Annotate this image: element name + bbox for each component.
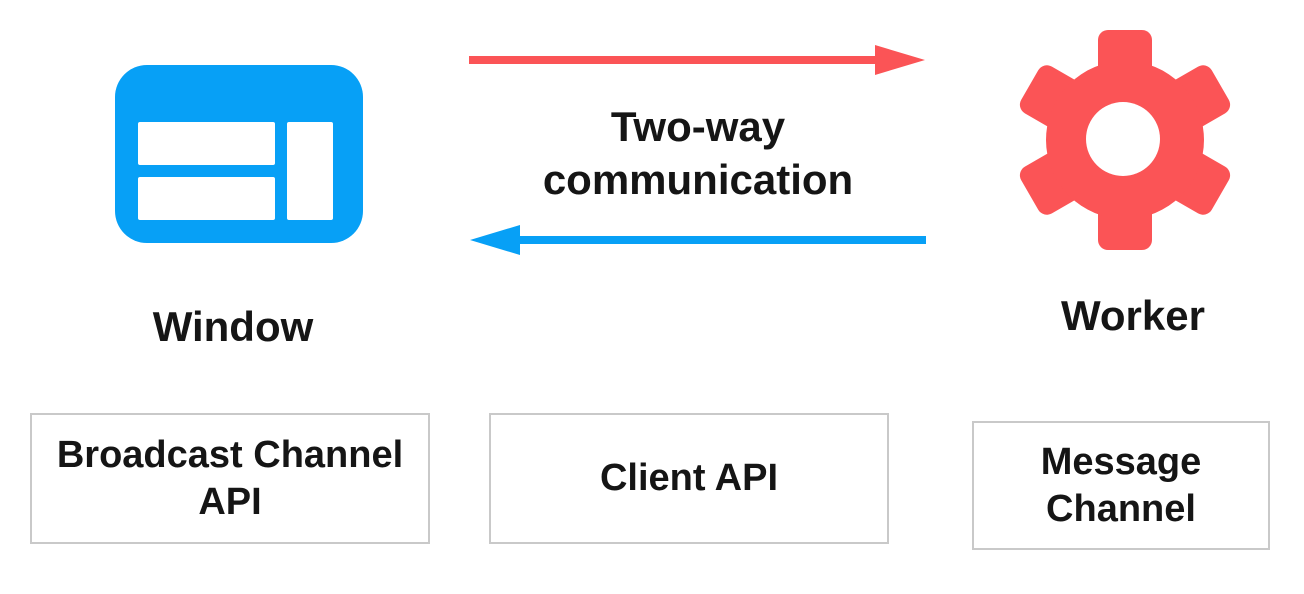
client-api-label: Client API: [599, 457, 779, 499]
gear-icon: [1019, 30, 1231, 250]
broadcast-channel-api-box: Broadcast Channel API: [30, 413, 430, 544]
gear-icon-hole: [1086, 102, 1160, 176]
arrow-right-head: [875, 45, 925, 75]
arrow-left-head: [470, 225, 520, 255]
arrow-right-window-to-worker: [469, 45, 925, 75]
client-api-box: Client API: [489, 413, 889, 544]
communication-label: Two-way communication: [542, 103, 854, 203]
broadcast-channel-api-label: Broadcast Channel API: [56, 433, 404, 523]
browser-window-icon-pane-side: [287, 122, 333, 220]
message-channel-box: Message Channel: [972, 421, 1270, 550]
worker-node-label: Worker: [1061, 292, 1205, 339]
arrow-left-worker-to-window: [470, 225, 926, 255]
message-channel-label: Message Channel: [1040, 440, 1202, 530]
window-node-label: Window: [152, 303, 314, 350]
browser-window-icon: [115, 65, 363, 243]
browser-window-icon-pane-top: [138, 122, 275, 165]
browser-window-icon-pane-bottom: [138, 177, 275, 220]
